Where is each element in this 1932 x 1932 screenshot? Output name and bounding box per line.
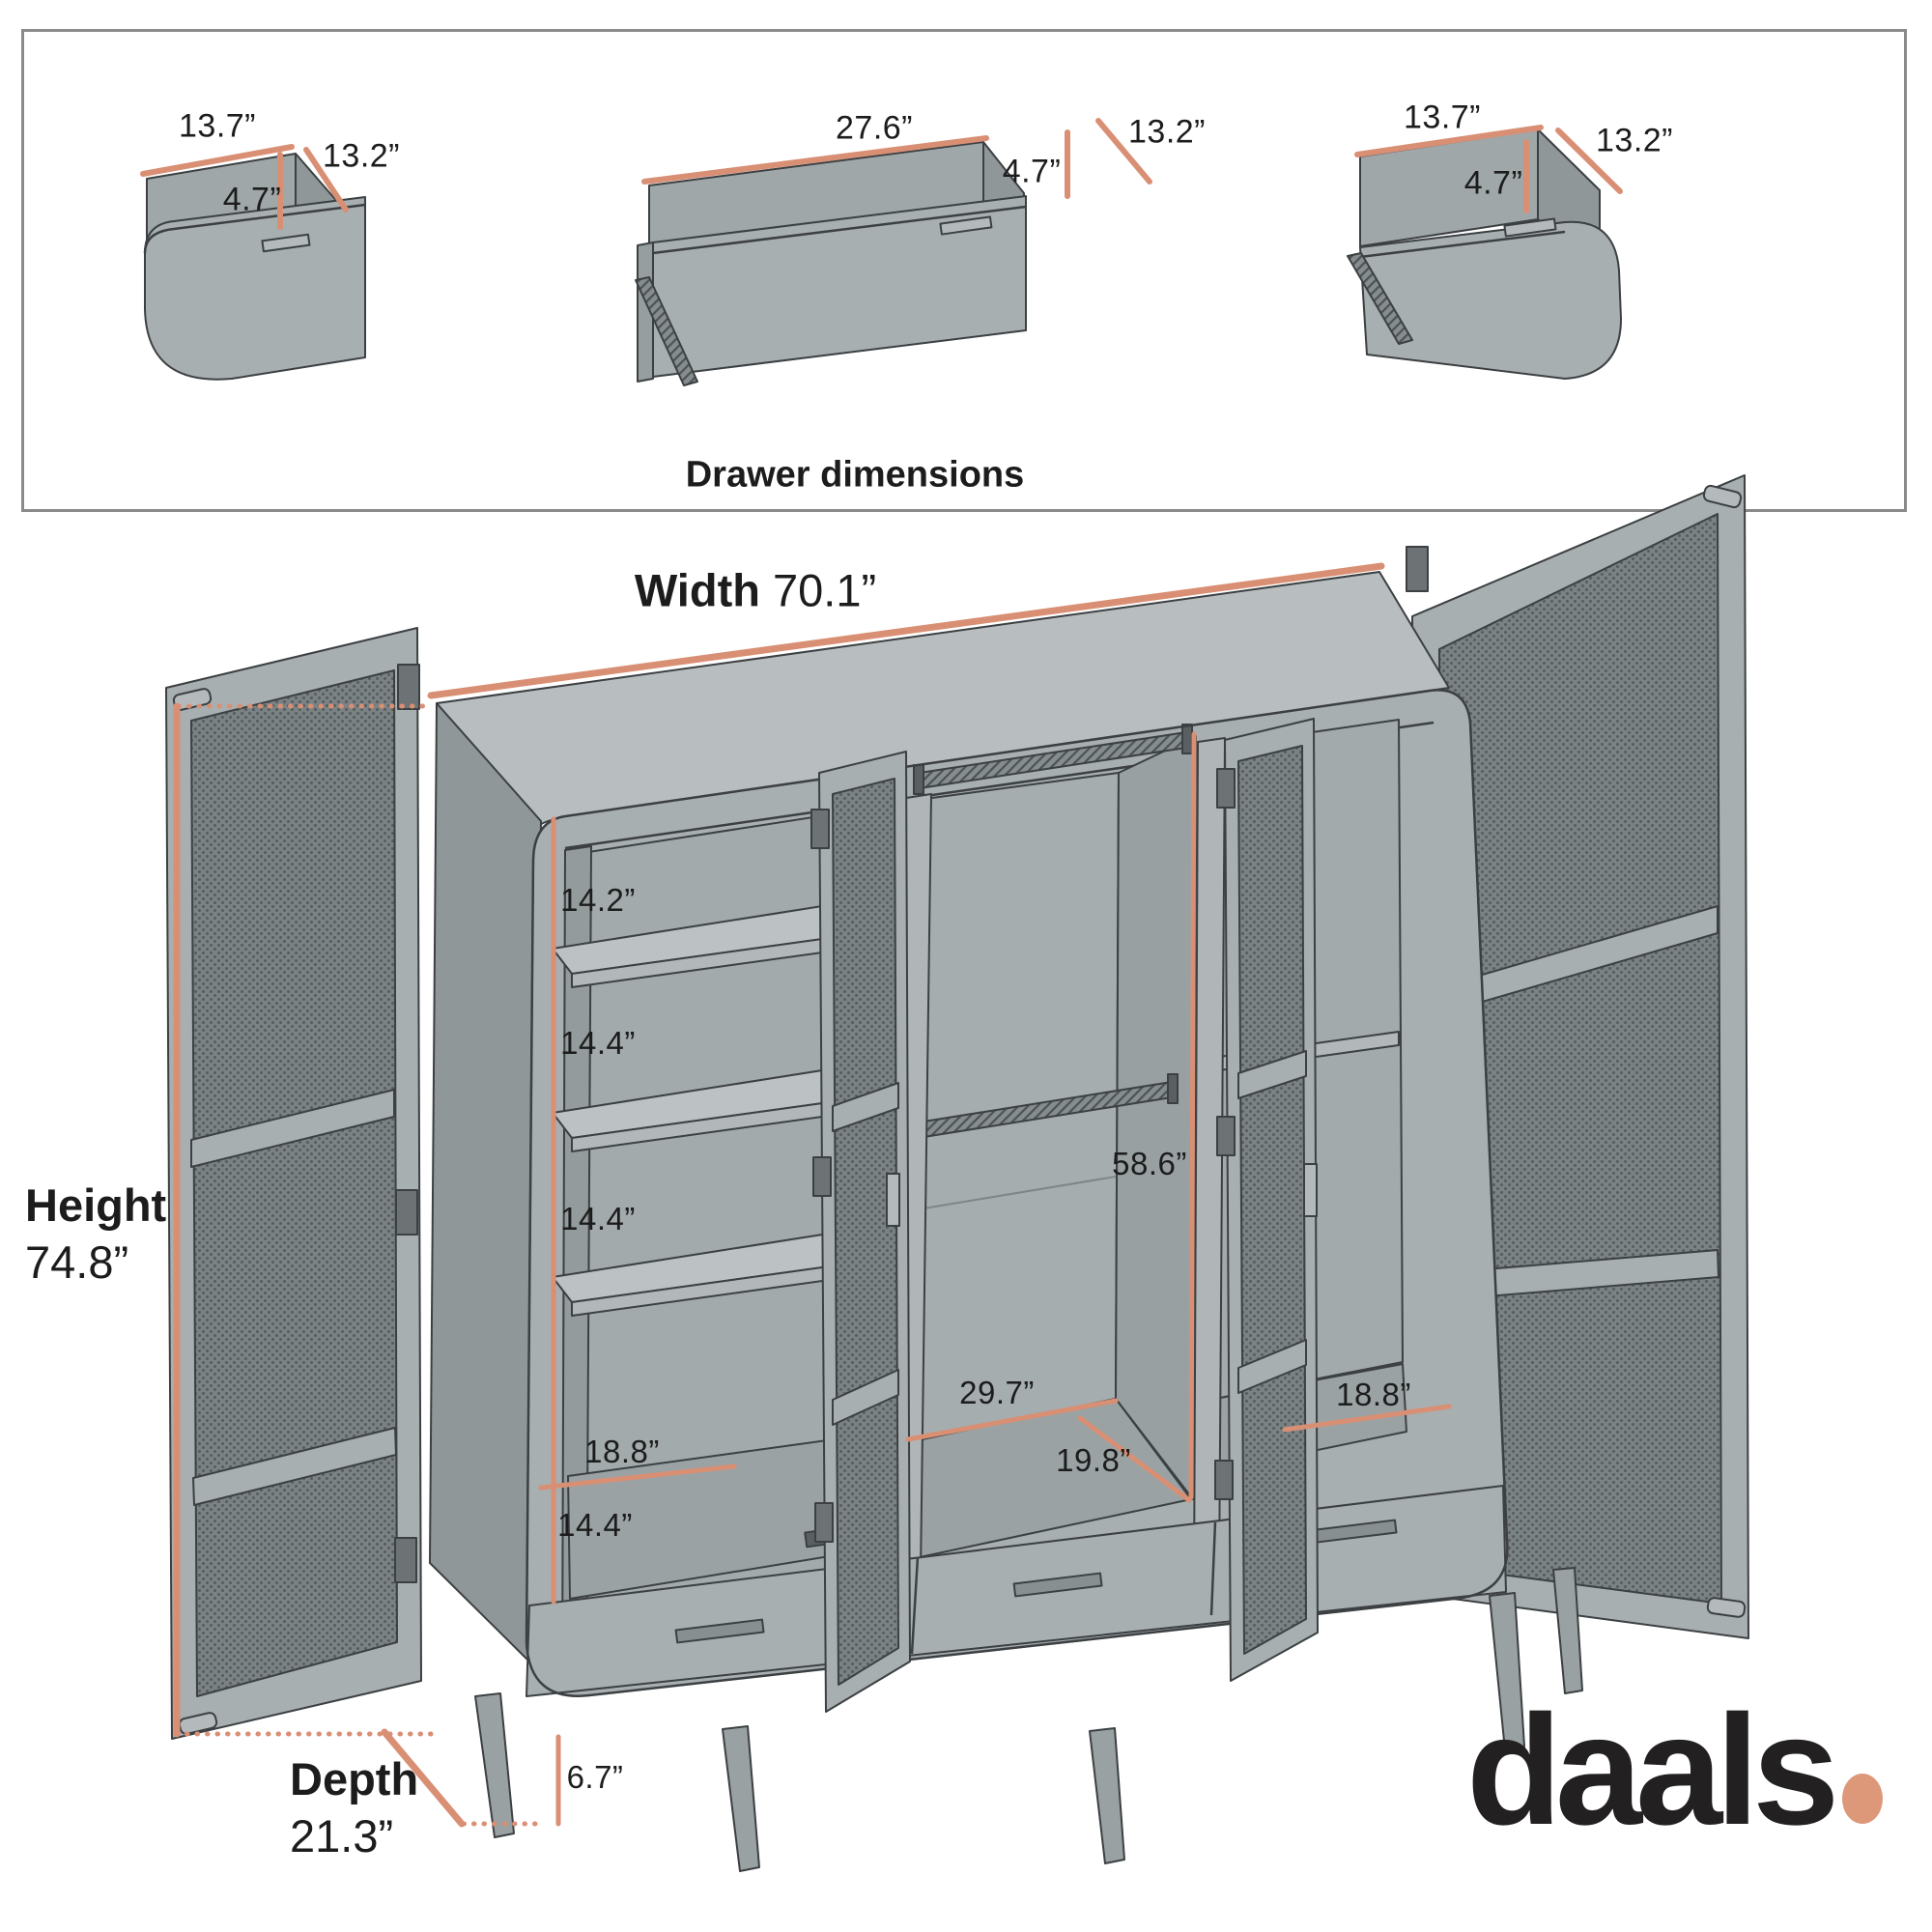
- drawer-figure-right: [1347, 128, 1622, 380]
- middle-left-door-handle: [886, 1173, 900, 1227]
- middle-drawer-handle: [1012, 1572, 1103, 1598]
- hanging-height-line: [1188, 731, 1197, 1500]
- daals-logo: daals: [1466, 1692, 1884, 1849]
- left-gap3-label: 14.4”: [560, 1201, 636, 1236]
- left-door: [165, 627, 422, 1740]
- height-label-title: Height: [25, 1179, 167, 1231]
- leg-height-label: 6.7”: [566, 1759, 624, 1795]
- middle-depth-label: 19.8”: [1056, 1442, 1131, 1478]
- depth-line: [381, 1728, 466, 1828]
- middle-width-label: 29.7”: [959, 1375, 1035, 1410]
- depth-label-value: 21.3”: [290, 1810, 394, 1862]
- middle-width-line: [905, 1398, 1119, 1442]
- wardrobe-left-side: [429, 702, 542, 1662]
- drawer1-depth-label: 13.2”: [323, 137, 400, 175]
- drawer-figure-center: [635, 141, 1027, 386]
- drawer2-width-label: 27.6”: [836, 109, 913, 147]
- middle-right-door: [1214, 718, 1319, 1682]
- middle-depth-line: [1077, 1415, 1192, 1503]
- width-label-value: 70.1”: [773, 564, 877, 616]
- width-line: [427, 562, 1385, 699]
- drawer-figure-left: [143, 153, 366, 381]
- height-label: Height 74.8”: [25, 1177, 166, 1291]
- middle-left-door: [810, 751, 911, 1713]
- width-label-title: Width: [634, 564, 760, 616]
- drawer3-height-label: 4.7”: [1463, 164, 1523, 202]
- logo-dot: [1842, 1774, 1884, 1824]
- height-label-value: 74.8”: [25, 1236, 129, 1289]
- left-width-line: [538, 1463, 737, 1491]
- left-gap2-label: 14.4”: [560, 1025, 636, 1061]
- left-drawer-handle: [674, 1618, 765, 1644]
- right-width-label: 18.8”: [1336, 1377, 1411, 1412]
- drawer3-depth-label: 13.2”: [1596, 122, 1673, 159]
- drawer1-width-label: 13.7”: [179, 107, 256, 145]
- drawer2-height-label: 4.7”: [1002, 153, 1062, 190]
- hanging-height-label: 58.6”: [1112, 1146, 1187, 1181]
- wardrobe-figure: [165, 474, 1749, 1872]
- drawer2-depth-label: 13.2”: [1128, 113, 1206, 151]
- left-gap1-label: 14.2”: [560, 882, 636, 918]
- wardrobe-legs: [474, 1592, 1525, 1872]
- drawer1-height-label: 4.7”: [222, 181, 282, 218]
- width-label: Width 70.1”: [635, 564, 876, 617]
- drawer3-width-label: 13.7”: [1404, 99, 1481, 136]
- left-width-label: 18.8”: [584, 1434, 660, 1469]
- right-width-line: [1282, 1404, 1452, 1433]
- depth-label-title: Depth: [290, 1753, 419, 1804]
- daals-logo-text: daals: [1466, 1683, 1839, 1858]
- wardrobe-back-leg: [1552, 1567, 1583, 1694]
- middle-right-door-handle: [1303, 1163, 1318, 1217]
- dimension-lines: [173, 562, 1452, 1828]
- left-gap4-label: 14.4”: [557, 1507, 633, 1543]
- panel-caption: Drawer dimensions: [685, 454, 1025, 496]
- depth-label: Depth 21.3”: [290, 1750, 418, 1864]
- drawer-dimension-lines: [140, 118, 1623, 230]
